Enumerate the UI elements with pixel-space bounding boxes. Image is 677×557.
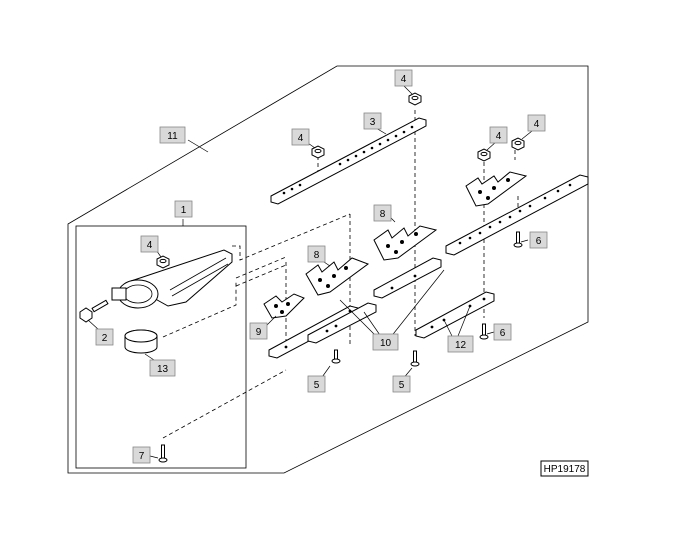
svg-text:4: 4: [534, 119, 540, 130]
callout-11: 11: [159, 126, 186, 144]
svg-text:1: 1: [181, 205, 187, 216]
callout-4a: 4: [140, 235, 159, 253]
svg-text:HP19178: HP19178: [544, 464, 586, 475]
figure-reference: HP19178: [540, 460, 589, 477]
callout-4e: 4: [527, 114, 546, 132]
callout-12: 12: [447, 335, 474, 353]
callout-8b: 8: [373, 204, 392, 222]
svg-text:4: 4: [401, 74, 407, 85]
svg-text:4: 4: [147, 240, 153, 251]
right-long-strip: [445, 174, 589, 256]
svg-text:6: 6: [536, 236, 542, 247]
callout-6b: 6: [493, 323, 512, 341]
knife-guards: [263, 171, 528, 319]
callout-4d: 4: [489, 126, 508, 144]
callout-13: 13: [149, 359, 176, 377]
callout-10: 10: [372, 333, 399, 351]
callout-7: 7: [132, 446, 151, 464]
svg-text:11: 11: [167, 131, 178, 142]
callout-5b: 5: [392, 375, 411, 393]
callout-2: 2: [95, 328, 114, 346]
svg-text:4: 4: [298, 133, 304, 144]
svg-text:10: 10: [380, 338, 392, 349]
svg-text:12: 12: [455, 340, 467, 351]
part-2-bolt: [79, 299, 109, 323]
svg-text:4: 4: [496, 131, 502, 142]
callout-3: 3: [363, 112, 382, 130]
svg-text:7: 7: [139, 451, 145, 462]
svg-text:5: 5: [399, 380, 405, 391]
callout-8a: 8: [307, 245, 326, 263]
callout-5a: 5: [307, 375, 326, 393]
svg-text:8: 8: [314, 250, 320, 261]
svg-text:8: 8: [380, 209, 386, 220]
svg-text:9: 9: [256, 327, 262, 338]
kit-boundary: [67, 65, 589, 474]
svg-text:2: 2: [102, 333, 108, 344]
callout-6a: 6: [529, 231, 548, 249]
svg-text:3: 3: [370, 117, 376, 128]
svg-text:6: 6: [500, 328, 506, 339]
clamp-arm: [111, 249, 233, 309]
bolts: [158, 231, 523, 463]
part-13-bushing: [124, 329, 158, 354]
callout-9: 9: [249, 322, 268, 340]
callouts: 1 11 3 4 4 4 4 4 2 13 8 8 9 10 12 5 5 6 …: [95, 69, 548, 464]
part-3-strip: [270, 117, 427, 205]
nuts: [156, 92, 525, 269]
assembly-box: [75, 225, 247, 469]
svg-text:5: 5: [314, 380, 320, 391]
short-strips: [268, 257, 495, 359]
callout-4b: 4: [291, 128, 310, 146]
callout-1: 1: [174, 200, 193, 218]
callout-4c: 4: [394, 69, 413, 87]
svg-text:13: 13: [157, 364, 169, 375]
